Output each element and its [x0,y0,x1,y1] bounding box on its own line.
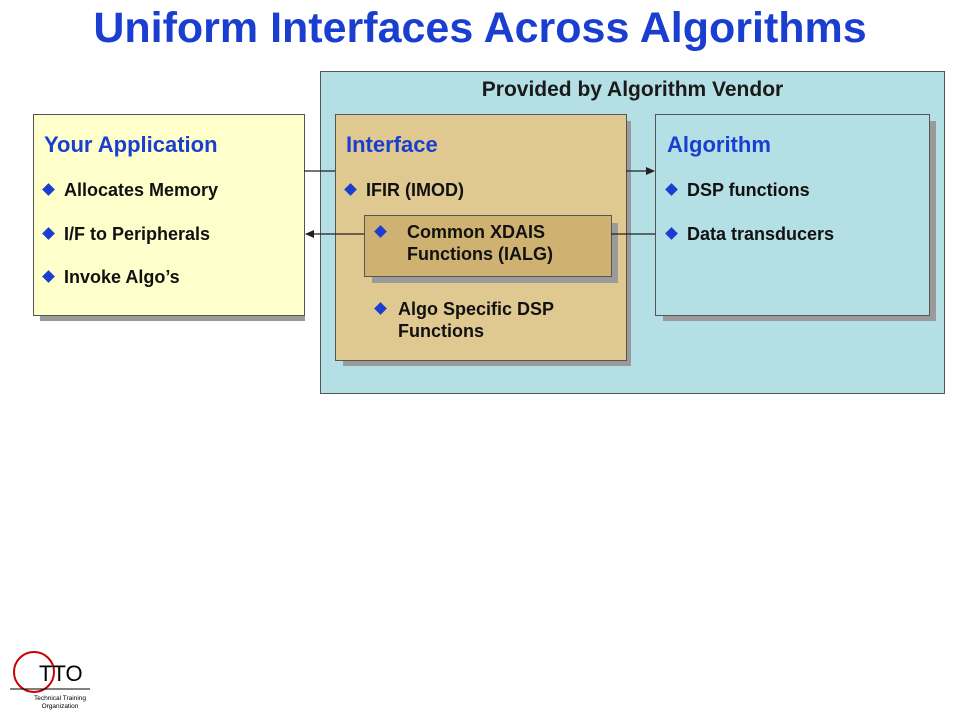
application-box [33,114,305,316]
algo-specific-line-2: Functions [398,321,484,341]
interface-item: Algo Specific DSP Functions [374,298,555,342]
ialg-line-2: Functions (IALG) [407,244,553,264]
tto-logo-line-1: Technical Training [34,695,86,702]
slide-title: Uniform Interfaces Across Algorithms [93,4,867,52]
application-item: I/F to Peripherals [42,223,210,245]
interface-item: IFIR (IMOD) [344,179,464,201]
application-item: Invoke Algo’s [42,266,180,288]
application-title: Your Application [44,132,218,157]
tto-logo-line-2: Organization [42,703,79,710]
tto-logo: TTO Technical Training Organization [10,648,90,714]
algorithm-box [655,114,930,316]
algorithm-item: Data transducers [665,223,834,245]
ialg-item: Common XDAIS Functions (IALG) [374,221,553,265]
ialg-line-1: Common XDAIS [407,222,546,242]
algorithm-item: DSP functions [665,179,810,201]
algo-specific-line-1: Algo Specific DSP [398,299,555,319]
algorithm-title: Algorithm [667,132,771,157]
interface-title: Interface [346,132,438,157]
application-item: Allocates Memory [42,179,218,201]
tto-logo-mark: TTO Technical Training Organization [10,651,90,710]
vendor-panel-label: Provided by Algorithm Vendor [481,78,784,101]
tto-logo-letters: TTO [39,661,83,686]
ialg-box [364,215,612,277]
